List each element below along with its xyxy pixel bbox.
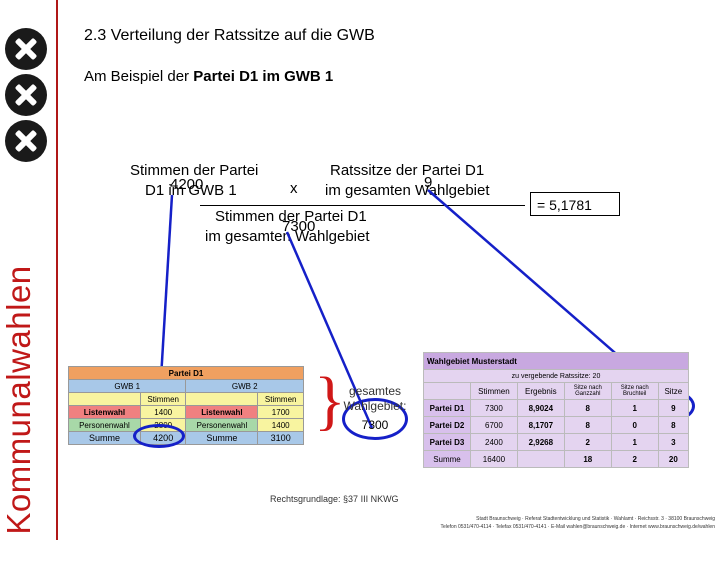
wahlgebiet-table: Wahlgebiet Musterstadt zu vergebende Rat… bbox=[423, 352, 690, 468]
column-header: Ergebnis bbox=[516, 382, 565, 400]
formula-left-top: Stimmen der Partei bbox=[130, 162, 259, 179]
cross-icon bbox=[5, 28, 47, 70]
connector-middle bbox=[285, 231, 374, 429]
page-subtitle: Am Beispiel der Partei D1 im GWB 1 bbox=[84, 68, 333, 85]
highlight-ellipse-gwb1 bbox=[133, 424, 185, 448]
imprint-line: Telefon 0531/470-4114 · Telefax 0531/470… bbox=[440, 524, 715, 530]
cross-icon bbox=[5, 74, 47, 116]
gwb1-header: GWB 1 bbox=[67, 379, 187, 393]
table-cell: Partei D1 bbox=[423, 399, 471, 417]
column-header: Sitze bbox=[657, 382, 690, 400]
table-cell: 8,9024 bbox=[516, 399, 565, 417]
table-cell: 16400 bbox=[469, 450, 518, 468]
cross-icon bbox=[5, 120, 47, 162]
table-cell: Summe bbox=[423, 450, 471, 468]
table-cell: 1400 bbox=[139, 405, 187, 419]
gesamt-label: gesamtes Wahlgebiet: 7300 bbox=[340, 384, 410, 433]
table-cell: 8 bbox=[563, 399, 612, 417]
table-cell: Partei D3 bbox=[423, 433, 471, 451]
stimmen-header: Stimmen bbox=[139, 392, 187, 406]
curly-brace: } bbox=[314, 364, 346, 437]
result-box: = 5,1781 bbox=[530, 192, 620, 216]
table-cell bbox=[516, 450, 565, 468]
formula-denom-top: Stimmen der Partei D1 bbox=[215, 208, 367, 225]
table-cell: 1700 bbox=[257, 405, 304, 419]
formula-right-value: 9 bbox=[424, 174, 433, 191]
page-title: 2.3 Verteilung der Ratssitze auf die GWB bbox=[84, 27, 375, 44]
table-subtitle: zu vergebende Ratssitze: 20 bbox=[423, 369, 689, 383]
table-cell: Listenwahl bbox=[185, 405, 259, 419]
table-cell: 3100 bbox=[257, 431, 304, 445]
legal-basis-note: Rechtsgrundlage: §37 III NKWG bbox=[270, 494, 399, 504]
table-cell: 7300 bbox=[469, 399, 518, 417]
formula-left-bottom: D1 im GWB 1 bbox=[145, 182, 237, 199]
table-cell: Summe bbox=[68, 431, 141, 445]
formula-times: x bbox=[290, 180, 298, 197]
table-cell: 2400 bbox=[469, 433, 518, 451]
gwb2-header: GWB 2 bbox=[185, 379, 304, 393]
gesamt-value: 7300 bbox=[361, 418, 389, 432]
subtitle-prefix: Am Beispiel der bbox=[84, 68, 194, 85]
stimmen-header: Stimmen bbox=[257, 392, 304, 406]
subtitle-bold: Partei D1 im GWB 1 bbox=[193, 68, 334, 85]
table-cell: Personenwahl bbox=[68, 418, 141, 432]
gesamt-text: gesamtes Wahlgebiet: bbox=[343, 384, 407, 413]
table-cell: Personenwahl bbox=[185, 418, 259, 432]
table-cell: 2 bbox=[563, 433, 612, 451]
table-cell: 2,9268 bbox=[516, 433, 565, 451]
table-cell: 18 bbox=[563, 450, 612, 468]
table-cell: 1 bbox=[610, 399, 659, 417]
party-d1-table: Partei D1 GWB 1 GWB 2 Stimmen Stimmen Li… bbox=[67, 366, 304, 445]
table-cell: 9 bbox=[657, 399, 690, 417]
table-cell: Partei D2 bbox=[423, 416, 471, 434]
table-cell: 2 bbox=[610, 450, 659, 468]
formula-denom-bottom: im gesamten Wahlgebiet bbox=[205, 228, 370, 245]
column-header: Sitze nach Bruchteil bbox=[610, 382, 659, 400]
imprint-line: Stadt Braunschweig · Referat Stadtentwic… bbox=[476, 516, 715, 522]
table-cell: 8,1707 bbox=[516, 416, 565, 434]
table-cell: 8 bbox=[563, 416, 612, 434]
formula-right-bottom: im gesamten Wahlgebiet bbox=[325, 182, 490, 199]
imprint: Stadt Braunschweig · Referat Stadtentwic… bbox=[330, 515, 715, 531]
table-cell: Summe bbox=[185, 431, 259, 445]
table-cell: 20 bbox=[657, 450, 690, 468]
table-title: Partei D1 bbox=[68, 366, 304, 380]
sidebar-divider bbox=[56, 0, 58, 540]
column-header: Sitze nach Ganzzahl bbox=[563, 382, 612, 400]
formula-right-top: Ratssitze der Partei D1 bbox=[330, 162, 485, 179]
highlight-ellipse-gesamt bbox=[342, 398, 408, 440]
brand-sidebar: Kommunalwahlen bbox=[0, 0, 62, 540]
fraction-line bbox=[200, 205, 525, 206]
table-title: Wahlgebiet Musterstadt bbox=[423, 352, 689, 370]
table-cell: Listenwahl bbox=[68, 405, 141, 419]
formula-left-value: 4200 bbox=[170, 176, 204, 193]
table-cell: 6700 bbox=[469, 416, 518, 434]
table-cell: 1 bbox=[610, 433, 659, 451]
table-cell: 0 bbox=[610, 416, 659, 434]
table-cell: 3 bbox=[657, 433, 690, 451]
table-cell: 8 bbox=[657, 416, 690, 434]
formula-denom-value: 7300 bbox=[282, 218, 316, 235]
column-header: Stimmen bbox=[469, 382, 518, 400]
table-cell: 1400 bbox=[257, 418, 304, 432]
